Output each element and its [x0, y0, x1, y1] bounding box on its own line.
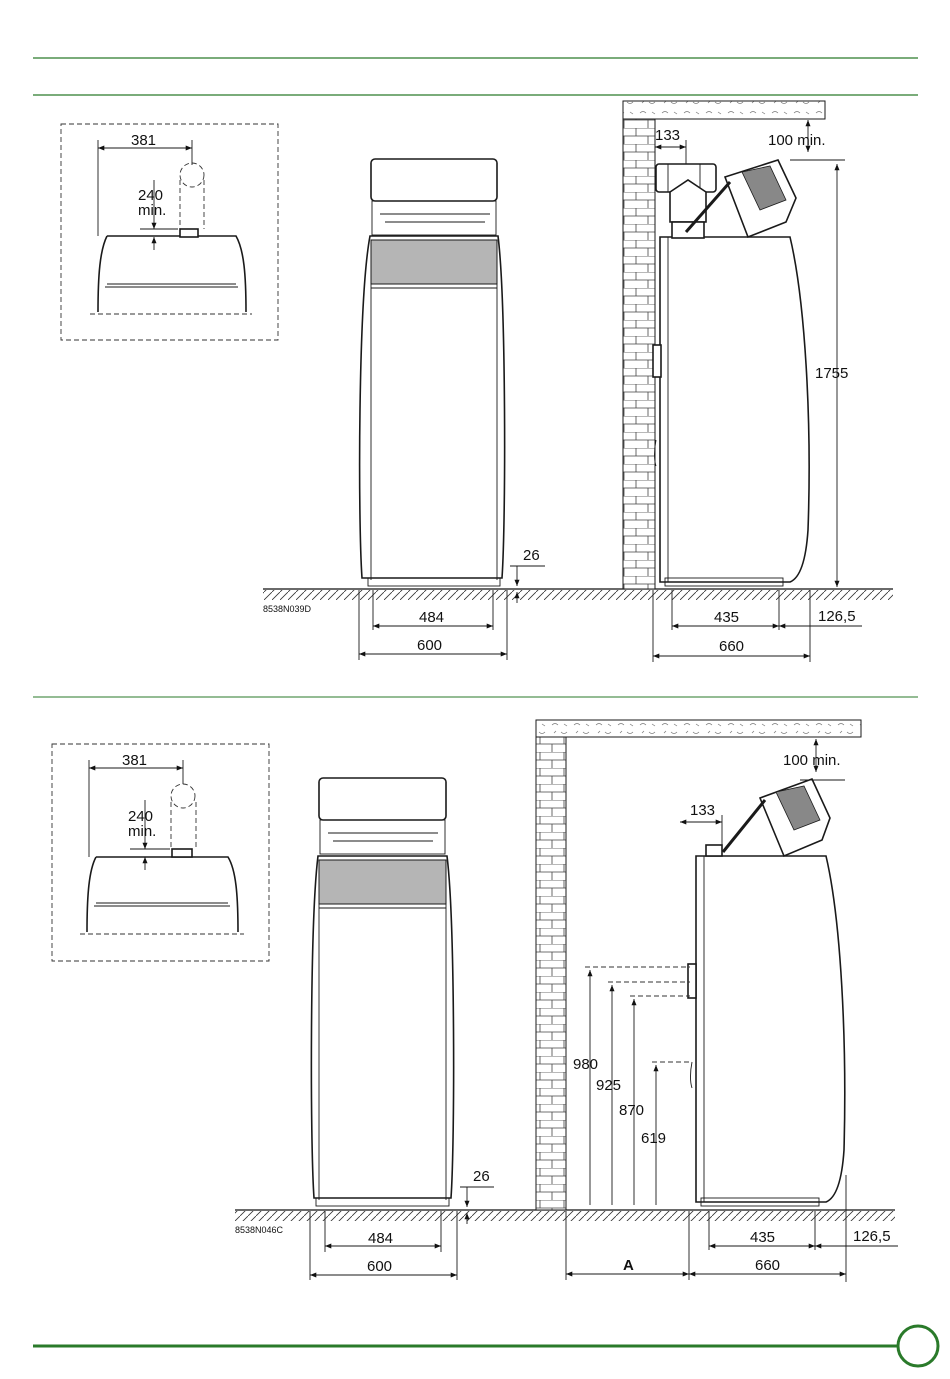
top-inset-detail: 381 240 min.	[61, 124, 278, 340]
top-side-offset-dim: 133	[655, 127, 680, 144]
bottom-inset-width-dim: 381	[122, 752, 147, 769]
bottom-drawing-code: 8538N046C	[235, 1225, 284, 1235]
bottom-inset-clearance-suffix: min.	[128, 823, 156, 840]
bottom-front-panel	[319, 860, 446, 904]
top-side-rear-offset-dim: 126,5	[818, 608, 856, 625]
bottom-front-base-width-dim: 484	[368, 1230, 393, 1247]
top-inset-clearance-suffix: min.	[138, 202, 166, 219]
bottom-side-wall	[536, 736, 566, 1210]
bottom-side-offset-dim: 133	[690, 802, 715, 819]
bottom-side-wall-distance-label: A	[623, 1257, 634, 1274]
bottom-side-overall-depth-dim: 660	[755, 1257, 780, 1274]
bottom-side-rear-offset-dim: 126,5	[853, 1228, 891, 1245]
top-front-foot-height-dim: 26	[523, 547, 540, 564]
top-side-overall-depth-dim: 660	[719, 638, 744, 655]
top-front-panel	[371, 240, 497, 284]
top-front-base-width-dim: 484	[419, 609, 444, 626]
bottom-front-overall-width-dim: 600	[367, 1258, 392, 1275]
top-inset-width-dim: 381	[131, 132, 156, 149]
top-drawing-code: 8538N039D	[263, 604, 312, 614]
top-side-wall	[623, 118, 655, 589]
bottom-side-top-clearance-dim: 100 min.	[783, 752, 841, 769]
top-front-overall-width-dim: 600	[417, 637, 442, 654]
top-side-ceiling	[623, 101, 825, 119]
top-front-view	[360, 159, 505, 586]
bottom-inset-detail: 381 240 min.	[52, 744, 269, 961]
bottom-side-view	[688, 779, 845, 1206]
bottom-drawing: 381 240 min. 8538N046C 484	[52, 720, 898, 1282]
bottom-connection-height-980: 980	[573, 1056, 598, 1073]
top-side-top-clearance-dim: 100 min.	[768, 132, 826, 149]
bottom-side-ceiling	[536, 720, 861, 737]
top-side-view	[653, 160, 809, 586]
bottom-connection-height-dims: 980 925 870 619	[573, 967, 690, 1205]
top-side-height-dim: 1755	[815, 365, 848, 382]
bottom-front-view	[311, 778, 453, 1206]
bottom-connection-height-870: 870	[619, 1102, 644, 1119]
bottom-connection-height-925: 925	[596, 1077, 621, 1094]
top-side-base-depth-dim: 435	[714, 609, 739, 626]
bottom-connection-height-619: 619	[641, 1130, 666, 1147]
bottom-front-foot-height-dim: 26	[473, 1168, 490, 1185]
top-drawing: 381 240 min. 8538N039D 484	[61, 101, 893, 662]
bottom-side-base-depth-dim: 435	[750, 1229, 775, 1246]
page-number-circle	[898, 1326, 938, 1366]
